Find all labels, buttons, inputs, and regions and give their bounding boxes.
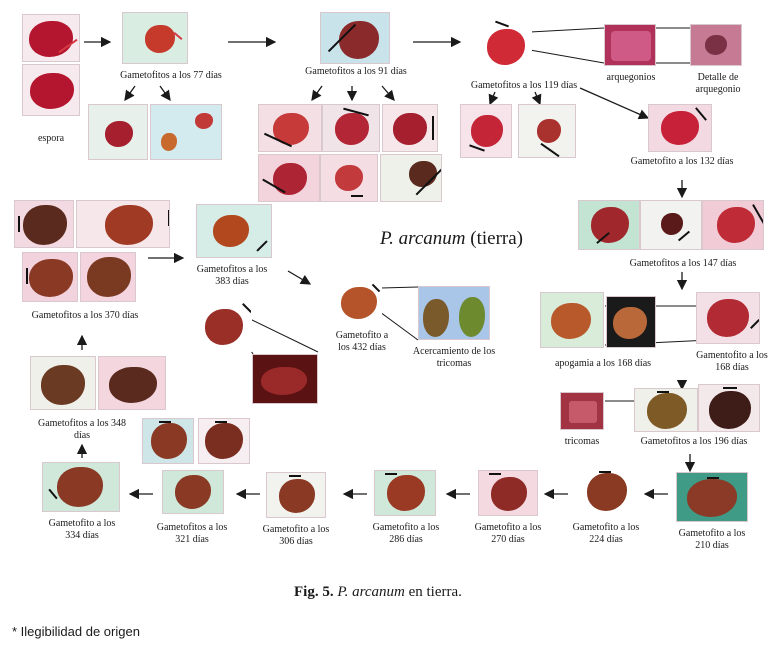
photo-147-2 xyxy=(640,200,702,250)
label-acercamiento: Acercamiento de los tricomas xyxy=(412,346,496,370)
label-91: Gametofitos a los 91 días xyxy=(286,66,426,78)
photo-gametophyte-432 xyxy=(336,280,382,324)
photo-370-1 xyxy=(14,200,74,248)
label-168: Gamentofito a los 168 días xyxy=(692,350,772,374)
photo-321-3 xyxy=(162,470,224,514)
photo-77-sub-2 xyxy=(150,104,222,160)
label-196: Gametofitos a los 196 días xyxy=(626,436,762,448)
photo-tricomas xyxy=(560,392,604,430)
arrow-119-sub-a xyxy=(490,92,495,104)
arrow-77-sub-b xyxy=(160,86,170,100)
photo-370-2 xyxy=(76,200,170,248)
photo-370-3 xyxy=(22,252,78,302)
photo-91-sub-4 xyxy=(258,154,320,202)
caption-species: P. arcanum xyxy=(337,584,405,600)
photo-91-sub-5 xyxy=(320,154,378,202)
photo-gametophyte-168 xyxy=(696,292,760,344)
photo-91-sub-1 xyxy=(258,104,322,152)
photo-apogamia-2 xyxy=(606,296,656,348)
photo-detalle-arquegonio xyxy=(690,24,742,66)
zoom-line-432-a xyxy=(380,287,418,288)
label-348: Gametofitos a los 348 días xyxy=(36,418,128,442)
photo-gametophyte-210 xyxy=(676,472,748,522)
photo-383-2 xyxy=(196,300,252,352)
photo-147-1 xyxy=(578,200,640,250)
photo-119-sub-2 xyxy=(518,104,576,158)
photo-gametophyte-306 xyxy=(266,472,326,518)
photo-383-zoom xyxy=(252,354,318,404)
photo-spore-1 xyxy=(22,14,80,62)
label-espora: espora xyxy=(22,133,80,145)
footnote: * Ilegibilidad de origen xyxy=(12,624,140,639)
photo-gametophyte-132 xyxy=(648,104,712,152)
photo-383-1 xyxy=(196,204,272,258)
label-132: Gametofito a los 132 días xyxy=(612,156,752,168)
photo-gametophyte-270 xyxy=(478,470,538,516)
photo-321-1 xyxy=(142,418,194,464)
photo-77-sub-1 xyxy=(88,104,148,160)
photo-119-sub-1 xyxy=(460,104,512,158)
arrow-77-sub-a xyxy=(125,86,135,100)
caption-fig-number: Fig. 5. xyxy=(294,584,334,600)
arrow-383-432 xyxy=(288,271,310,284)
photo-147-3 xyxy=(702,200,764,250)
photo-gametophyte-334 xyxy=(42,462,120,512)
label-286: Gametofito a los 286 días xyxy=(366,522,446,546)
zoom-line-119-arq-b xyxy=(530,50,604,63)
figure-caption: Fig. 5. P. arcanum en tierra. xyxy=(294,584,462,601)
label-306: Gametofito a los 306 días xyxy=(256,524,336,548)
zoom-line-119-arq-a xyxy=(530,28,604,32)
photo-acercamiento xyxy=(418,286,490,340)
label-383: Gametofitos a los 383 días xyxy=(196,264,268,288)
photo-gametophyte-119 xyxy=(476,14,532,76)
label-224: Gametofito a los 224 días xyxy=(566,522,646,546)
label-334: Gametofito a los 334 días xyxy=(40,518,124,542)
label-119: Gametofitos a los 119 días xyxy=(456,80,592,92)
label-210: Gametofito a los 210 días xyxy=(672,528,752,552)
photo-apogamia-1 xyxy=(540,292,604,348)
arrow-91-sub-c xyxy=(382,86,394,100)
photo-arquegonios xyxy=(604,24,656,66)
arrow-91-sub-a xyxy=(312,86,322,100)
label-270: Gametofito a los 270 días xyxy=(468,522,548,546)
label-arquegonios: arquegonios xyxy=(596,72,666,84)
photo-91-sub-2 xyxy=(322,104,380,152)
photo-370-4 xyxy=(80,252,136,302)
arrow-119-132 xyxy=(580,88,648,118)
photo-348-1 xyxy=(30,356,96,410)
label-321: Gametofitos a los 321 días xyxy=(150,522,234,546)
photo-gametophyte-77 xyxy=(122,12,188,64)
label-detalle: Detalle de arquegonio xyxy=(680,72,756,96)
photo-gametophyte-91 xyxy=(320,12,390,64)
label-370: Gametofitos a los 370 días xyxy=(10,310,160,322)
label-apogamia: apogamia a los 168 días xyxy=(538,358,668,370)
center-title: P. arcanum (tierra) xyxy=(380,228,523,250)
zoom-line-383-b xyxy=(248,318,318,352)
arrow-119-sub-b xyxy=(535,92,540,104)
photo-spore-2 xyxy=(22,64,80,116)
caption-rest: en tierra. xyxy=(409,584,462,600)
photo-348-2 xyxy=(98,356,166,410)
photo-321-2 xyxy=(198,418,250,464)
label-432: Gametofito a los 432 días xyxy=(330,330,394,354)
photo-gametophyte-224 xyxy=(576,468,638,516)
label-77: Gametofitos a los 77 días xyxy=(96,70,246,82)
center-title-suffix: (tierra) xyxy=(470,228,523,249)
center-title-species: P. arcanum xyxy=(380,228,466,249)
photo-196-1 xyxy=(634,388,698,432)
label-147: Gametofitos a los 147 días xyxy=(608,258,758,270)
photo-91-sub-3 xyxy=(382,104,438,152)
photo-196-2 xyxy=(698,384,760,432)
photo-91-sub-6 xyxy=(380,154,442,202)
photo-gametophyte-286 xyxy=(374,470,436,516)
label-tricomas: tricomas xyxy=(552,436,612,448)
